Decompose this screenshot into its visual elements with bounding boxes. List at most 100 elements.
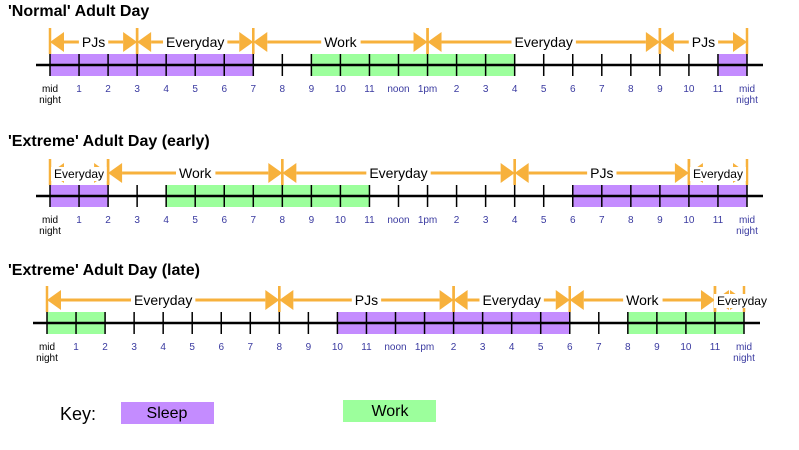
hour-label: 7 xyxy=(248,342,254,353)
hour-label: 10 xyxy=(332,342,344,353)
segment-label: Work xyxy=(626,292,659,308)
segment-arrow: PJs xyxy=(658,28,749,54)
segment-label: Everyday xyxy=(54,167,104,181)
segment-arrow: Everyday xyxy=(48,159,110,185)
segment-label-bg xyxy=(623,292,663,308)
hour-label: noon xyxy=(387,84,409,95)
segment-label-bg xyxy=(366,165,431,181)
hour-label: 1 xyxy=(76,84,82,95)
hour-label: 9 xyxy=(309,84,315,95)
segment-arrow: Work xyxy=(568,286,717,312)
hour-label: 3 xyxy=(131,342,137,353)
segment-label-bg xyxy=(78,34,109,50)
segment-label-bg xyxy=(511,34,576,50)
hour-label: 6 xyxy=(221,215,227,226)
hour-label: 6 xyxy=(567,342,573,353)
hour-label: 8 xyxy=(628,84,634,95)
segment-label-bg xyxy=(51,167,108,181)
segment-label-bg xyxy=(688,34,719,50)
segment-label: Everyday xyxy=(515,34,573,50)
hour-label: 2 xyxy=(105,84,111,95)
hour-label: 10 xyxy=(680,342,692,353)
segment-label: Everyday xyxy=(166,34,224,50)
hour-label: 3 xyxy=(483,84,489,95)
hour-label: 2 xyxy=(102,342,108,353)
hour-label: 11 xyxy=(364,215,375,226)
hour-label: 7 xyxy=(599,215,605,226)
segment-arrow: Everyday xyxy=(135,28,255,54)
hour-label: 8 xyxy=(280,84,286,95)
hour-label: 8 xyxy=(628,215,634,226)
segment-label-bg xyxy=(163,34,228,50)
hour-label: 4 xyxy=(509,342,515,353)
hour-label: 9 xyxy=(654,342,660,353)
hour-label: 5 xyxy=(192,215,198,226)
hour-label: 1 xyxy=(76,215,82,226)
hour-label: noon xyxy=(387,215,409,226)
segment-arrow: Everyday xyxy=(45,286,281,312)
hour-label: 7 xyxy=(596,342,602,353)
segment-arrow: Everyday xyxy=(281,159,516,185)
hour-label: 3 xyxy=(134,215,140,226)
segment-label: PJs xyxy=(692,34,715,50)
hour-label: 11 xyxy=(361,342,372,353)
segment-label-bg xyxy=(587,165,617,181)
hour-label: 5 xyxy=(541,215,547,226)
hour-label: 2 xyxy=(451,342,457,353)
segment-label-bg xyxy=(479,292,544,308)
hour-label: 11 xyxy=(710,342,721,353)
hour-label: 7 xyxy=(599,84,605,95)
segment-label: Work xyxy=(324,34,357,50)
day-title: 'Extreme' Adult Day (early) xyxy=(8,133,210,150)
hour-label: 2 xyxy=(454,84,460,95)
hour-label: 3 xyxy=(134,84,140,95)
hour-label: 5 xyxy=(541,84,547,95)
hour-label: 4 xyxy=(163,84,169,95)
hour-label: 6 xyxy=(221,84,227,95)
hour-label: 10 xyxy=(683,215,695,226)
hour-label: 1pm xyxy=(418,84,437,95)
hour-label: 5 xyxy=(189,342,195,353)
segment-label: Everyday xyxy=(693,167,743,181)
hour-label: 2 xyxy=(105,215,111,226)
segment-arrow: Everyday xyxy=(452,286,571,312)
legend-title: Key: xyxy=(60,404,96,424)
segment-label-bg xyxy=(689,167,746,181)
segment-label-bg xyxy=(713,294,770,308)
hour-label: 1pm xyxy=(418,215,437,226)
hour-label: 6 xyxy=(218,342,224,353)
legend-sleep-label: Sleep xyxy=(147,405,188,422)
legend: Key: Sleep Work xyxy=(60,400,436,424)
hour-label: 3 xyxy=(483,215,489,226)
hour-label: 3 xyxy=(480,342,486,353)
segment-label: PJs xyxy=(355,292,378,308)
hour-label: 9 xyxy=(657,84,663,95)
segment-label: Everyday xyxy=(717,294,767,308)
segment-arrow: Work xyxy=(252,28,429,54)
hour-label: 9 xyxy=(309,215,315,226)
segment-label-bg xyxy=(321,34,361,50)
hour-label: 6 xyxy=(570,84,576,95)
hour-label: 4 xyxy=(512,84,518,95)
legend-sleep-swatch xyxy=(121,402,214,424)
hour-label: 4 xyxy=(163,215,169,226)
hour-label: 1 xyxy=(73,342,79,353)
segment-arrow: Everyday xyxy=(687,159,749,185)
hour-label: 5 xyxy=(192,84,198,95)
hour-label: 4 xyxy=(160,342,166,353)
segment-label: Work xyxy=(179,165,212,181)
hour-label: 10 xyxy=(683,84,695,95)
segment-label-bg xyxy=(130,292,196,308)
hour-label: 1pm xyxy=(415,342,434,353)
hour-label: 8 xyxy=(277,342,283,353)
segment-arrow: Everyday xyxy=(713,286,770,312)
segment-label-bg xyxy=(351,292,382,308)
segment-label-bg xyxy=(175,165,216,181)
hour-label: 7 xyxy=(251,215,257,226)
